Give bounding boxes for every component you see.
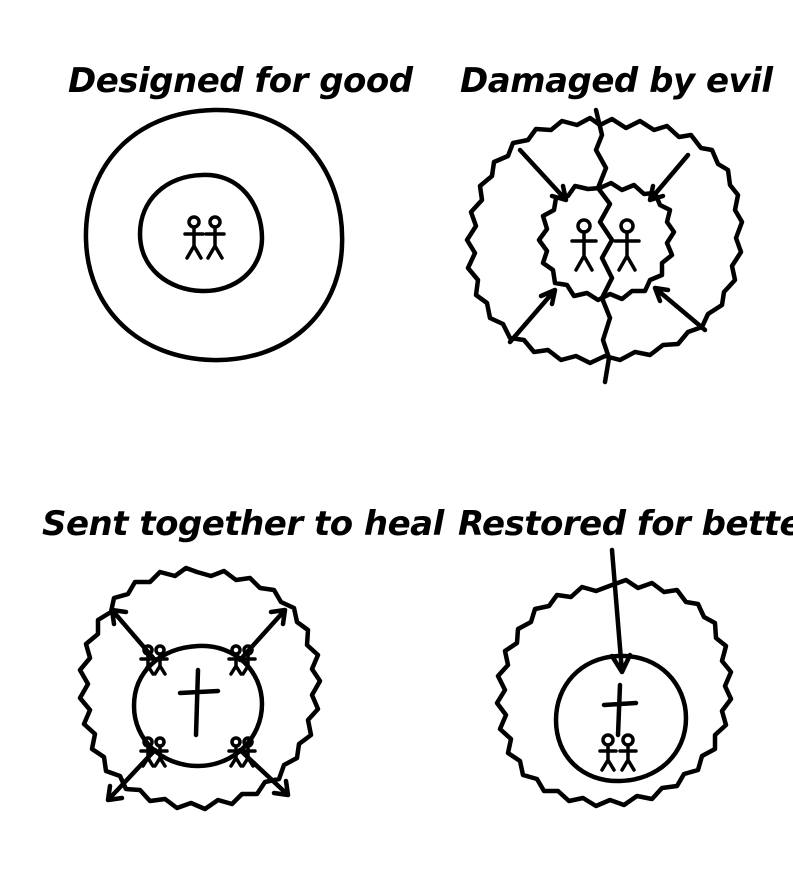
caption-damaged-by-evil: Damaged by evil	[460, 61, 774, 101]
caption-designed-for-good: Designed for good	[68, 61, 414, 101]
caption-sent-together-to-heal: Sent together to heal	[42, 504, 446, 544]
caption-restored-for-better: Restored for better	[458, 504, 793, 544]
